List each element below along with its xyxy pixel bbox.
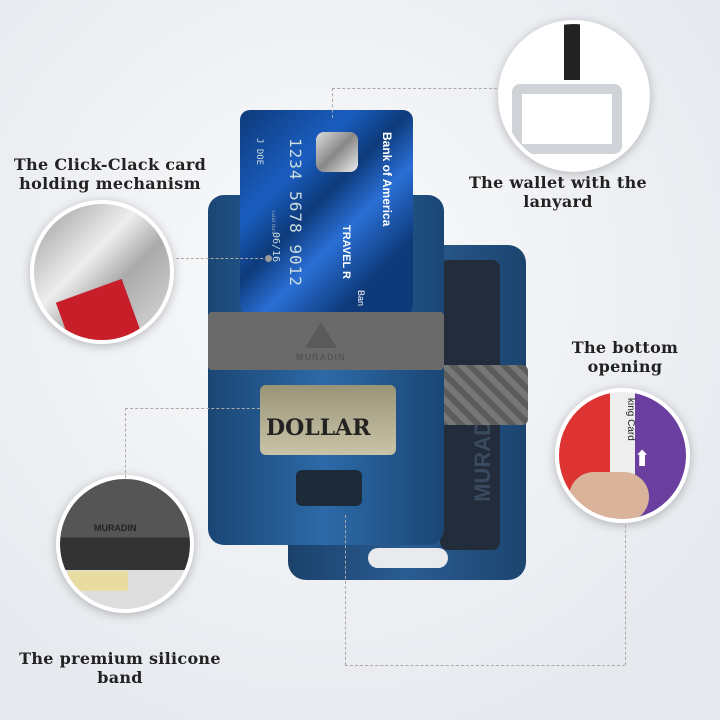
connector-line [345, 515, 346, 665]
card-product-sub: Ban [356, 290, 366, 307]
card-name: J DOE [254, 138, 264, 166]
connector-line [345, 665, 625, 666]
red-card-corner [55, 278, 143, 340]
arrow-up-icon: ⬆ [633, 447, 652, 472]
label-lanyard: The wallet with the lanyard [468, 173, 648, 211]
connector-line [332, 88, 497, 89]
card-number: 1234 5678 9012 [286, 138, 305, 287]
connector-line [176, 258, 268, 259]
lanyard-icon [564, 24, 580, 80]
connector-line [625, 525, 626, 665]
mountain-logo-icon [305, 322, 337, 348]
label-bottom-opening: The bottom opening [571, 338, 679, 376]
lanyard-slot [368, 548, 448, 568]
card-expiry: 06/16 [270, 232, 281, 263]
label-click-clack: The Click-Clack card holding mechanism [13, 155, 207, 193]
card-valid-label: valid thru [270, 210, 276, 235]
click-clack-inset [30, 200, 174, 344]
thumb [569, 472, 649, 519]
wallet-frame-icon [512, 84, 622, 154]
chip-icon [316, 132, 358, 172]
banknote-window: DOLLAR [260, 385, 396, 455]
back-brand-text: MURAD [470, 420, 495, 502]
card-bank: Bank of America [380, 132, 394, 227]
band-brand-text: MURADIN [94, 523, 137, 533]
bottom-opening-inset: king Card ⬆ [555, 388, 690, 523]
brand-logo: MURADIN [296, 352, 346, 362]
silicone-band-inset: MURADIN [56, 475, 194, 613]
connector-dot [265, 255, 272, 262]
card-product: TRAVEL R [340, 225, 352, 279]
inset-banknote [68, 571, 128, 591]
banknote-text: DOLLAR [266, 415, 371, 441]
connector-line [332, 88, 333, 118]
credit-card: Bank of America 1234 5678 9012 J DOE val… [240, 110, 413, 315]
lanyard-inset [498, 20, 650, 172]
inset-card-text: king Card [625, 398, 636, 441]
back-band-grip [432, 365, 528, 425]
label-silicone-band: The premium silicone band [19, 649, 221, 687]
connector-line [125, 408, 265, 409]
push-slot [296, 470, 362, 506]
connector-line [125, 408, 126, 478]
